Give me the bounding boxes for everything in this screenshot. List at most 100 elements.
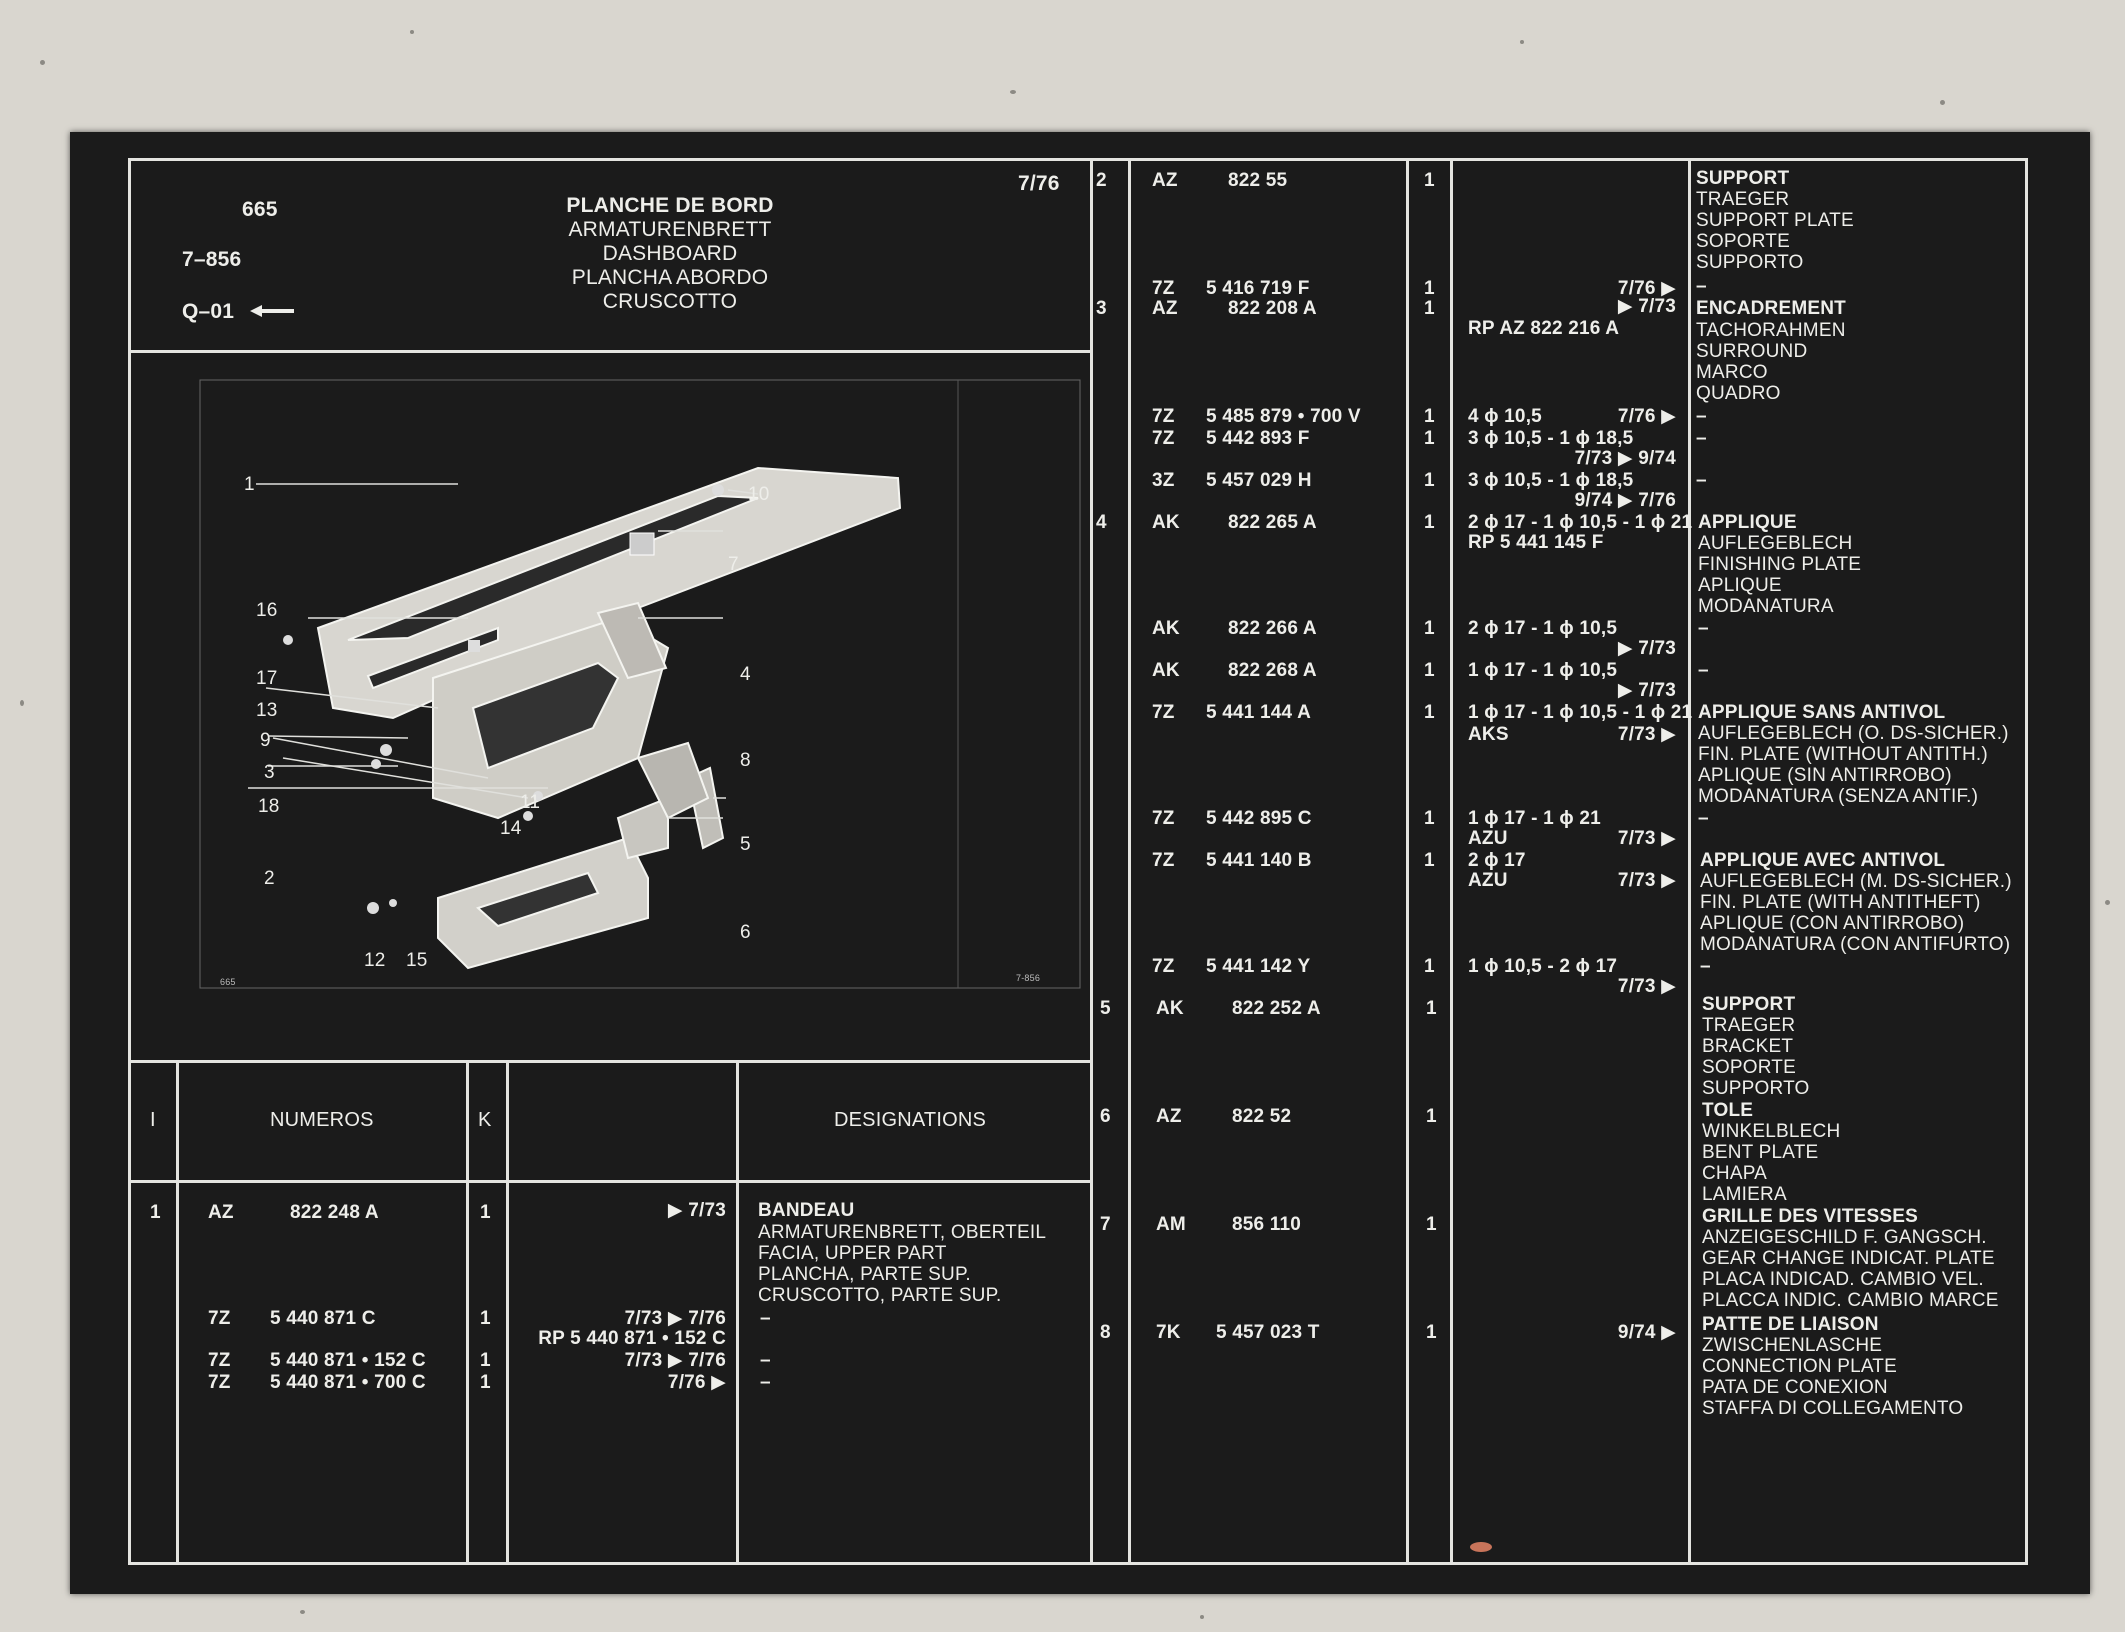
col-line — [1688, 158, 1691, 1565]
designation-line: SOPORTE — [1696, 231, 1790, 252]
header-col-k: K — [478, 1109, 492, 1131]
designation-line: PLACA INDICAD. CAMBIO VEL. — [1702, 1269, 1984, 1290]
header-col-designations: DESIGNATIONS — [834, 1109, 987, 1131]
callout-15: 15 — [406, 950, 428, 971]
part-note: 7/73 ▶ 7/76 — [624, 1308, 726, 1329]
col-line — [1090, 158, 1093, 1565]
paper-speck — [2105, 900, 2110, 905]
designation-line: AUFLEGEBLECH (M. DS-SICHER.) — [1700, 871, 2012, 892]
callout-13: 13 — [256, 700, 278, 721]
quantity: 1 — [480, 1202, 491, 1223]
designation-line: APLIQUE — [1698, 575, 1782, 596]
designation-line: TACHORAHMEN — [1696, 320, 1846, 341]
designation-line: PLANCHA, PARTE SUP. — [758, 1264, 971, 1285]
designation-dash: – — [760, 1372, 771, 1393]
designation-line: MODANATURA — [1698, 596, 1834, 617]
paper-speck — [1940, 100, 1945, 105]
part-16-clip — [283, 635, 293, 645]
designation-line: ANZEIGESCHILD F. GANGSCH. — [1702, 1227, 1987, 1248]
part-10-screw — [712, 484, 724, 496]
quantity: 1 — [1424, 702, 1435, 723]
part-note: 7/73 ▶ — [1617, 870, 1676, 891]
part-number: 822 248 A — [290, 1202, 379, 1223]
parts-catalog-sheet: 665 7–856 Q–01 7/76 PLANCHE DE BORD ARMA… — [70, 132, 2090, 1594]
designation-line: AUFLEGEBLECH — [1698, 533, 1853, 554]
hole-spec: 3 ϕ 10,5 - 1 ϕ 18,5 — [1468, 470, 1634, 491]
part-note-replacement: RP 5 441 145 F — [1468, 532, 1604, 553]
part-note: ▶ 7/73 — [1617, 680, 1676, 701]
part-note-replacement: RP AZ 822 216 A — [1468, 318, 1620, 339]
col-line — [1406, 158, 1409, 1565]
callout-16: 16 — [256, 600, 278, 621]
part-prefix: 7Z — [1152, 406, 1175, 427]
designation-line: SURROUND — [1696, 341, 1808, 362]
variant-code: AKS — [1468, 724, 1509, 745]
part-number: 822 52 — [1232, 1106, 1292, 1127]
frame-left — [128, 158, 131, 1565]
designation-title: GRILLE DES VITESSES — [1702, 1206, 1919, 1227]
part-prefix: AZ — [1156, 1106, 1182, 1127]
part-note: ▶ 7/73 — [667, 1200, 726, 1221]
part-number: 5 441 142 Y — [1206, 956, 1311, 977]
designation-line: CHAPA — [1702, 1163, 1768, 1184]
part-prefix: 7Z — [208, 1308, 231, 1329]
diagram-drawing — [199, 379, 1081, 989]
quantity: 1 — [1424, 298, 1435, 319]
part-note-replacement: RP 5 440 871 • 152 C — [538, 1328, 726, 1349]
quantity: 1 — [480, 1350, 491, 1371]
designation-title: APPLIQUE AVEC ANTIVOL — [1700, 850, 1946, 871]
divider-header — [128, 350, 1091, 353]
designation-title: APPLIQUE — [1698, 512, 1797, 533]
arrow-left-icon — [250, 300, 295, 324]
designation-dash: – — [1698, 618, 1709, 639]
part-prefix: AZ — [208, 1202, 234, 1223]
part-11-screw — [533, 791, 543, 801]
part-2-lower-bracket — [437, 836, 649, 970]
title-line-es: PLANCHA ABORDO — [571, 266, 769, 289]
part-number: 5 440 871 • 152 C — [270, 1350, 426, 1371]
paper-speck — [1010, 90, 1016, 94]
part-number: 822 252 A — [1232, 998, 1321, 1019]
part-prefix: 7Z — [208, 1372, 231, 1393]
part-prefix: 7K — [1156, 1322, 1181, 1343]
part-13-screw — [380, 744, 392, 756]
group-code: Q–01 — [182, 300, 295, 324]
divider-table-header — [128, 1180, 1091, 1183]
title-line-it: CRUSCOTTO — [602, 290, 738, 313]
designation-line: MARCO — [1696, 362, 1768, 383]
paper-speck — [40, 60, 45, 65]
item-number: 8 — [1100, 1322, 1111, 1343]
header-col-i: I — [150, 1109, 156, 1131]
part-note: ▶ 7/73 — [1617, 296, 1676, 317]
quantity: 1 — [1424, 512, 1435, 533]
designation-title: TOLE — [1702, 1100, 1754, 1121]
stain-mark — [1470, 1542, 1492, 1552]
quantity: 1 — [1424, 808, 1435, 829]
divider-diagram-bottom — [128, 1060, 1091, 1063]
callout-8: 8 — [740, 750, 751, 771]
quantity: 1 — [1424, 428, 1435, 449]
callout-9: 9 — [260, 730, 271, 751]
page-title: PLANCHE DE BORD ARMATURENBRETT DASHBOARD… — [500, 194, 840, 314]
designation-dash: – — [1696, 406, 1707, 427]
quantity: 1 — [1424, 470, 1435, 491]
designation-line: TRAEGER — [1696, 189, 1790, 210]
part-1-upper-panel — [316, 466, 902, 720]
group-code-text: Q–01 — [182, 300, 235, 323]
header-col-numeros: NUMEROS — [270, 1109, 374, 1131]
hole-spec: 2 ϕ 17 - 1 ϕ 10,5 - 1 ϕ 21 — [1468, 512, 1693, 533]
part-number: 5 457 029 H — [1206, 470, 1312, 491]
designation-line: FINISHING PLATE — [1698, 554, 1862, 575]
designation-dash: – — [1698, 660, 1709, 681]
quantity: 1 — [1426, 998, 1437, 1019]
item-number: 4 — [1096, 512, 1107, 533]
designation-line: FACIA, UPPER PART — [758, 1243, 947, 1264]
part-prefix: 3Z — [1152, 470, 1175, 491]
designation-line: SUPPORTO — [1702, 1078, 1810, 1099]
hole-spec: 4 ϕ 10,5 — [1468, 406, 1542, 427]
designation-line: AUFLEGEBLECH (O. DS-SICHER.) — [1698, 723, 2009, 744]
designation-line: ARMATURENBRETT, OBERTEIL — [758, 1222, 1047, 1243]
designation-line: PLACCA INDIC. CAMBIO MARCE — [1702, 1290, 1999, 1311]
part-number: 822 208 A — [1228, 298, 1317, 319]
designation-line: CONNECTION PLATE — [1702, 1356, 1897, 1377]
